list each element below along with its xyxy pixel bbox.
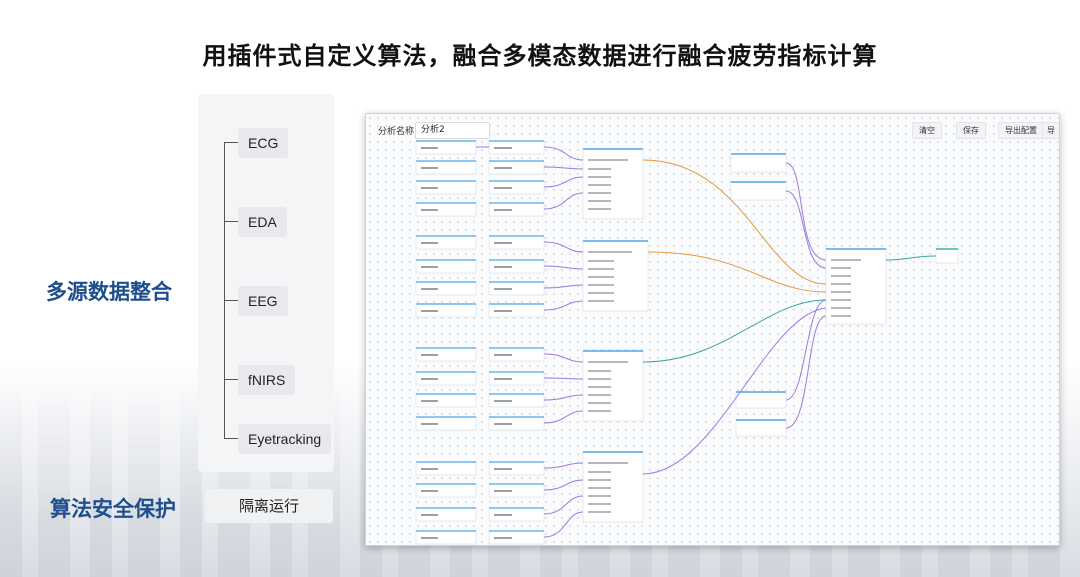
- tree-branch-fnirs: [224, 379, 238, 380]
- tree-branch-ecg: [224, 142, 238, 143]
- page-title: 用插件式自定义算法，融合多模态数据进行融合疲劳指标计算: [202, 42, 878, 70]
- security-label: 算法安全保护: [50, 497, 176, 521]
- tree-trunk-line: [224, 142, 225, 438]
- tree-node-ecg: ECG: [238, 128, 289, 158]
- flow-edges: [476, 146, 937, 538]
- fusion-nodes: [582, 148, 959, 523]
- tree-node-eeg: EEG: [238, 286, 288, 316]
- tree-branch-eeg: [224, 300, 238, 301]
- tree-node-eda: EDA: [238, 207, 287, 237]
- app-screenshot: 分析名称: 分析2 清空 保存 导出配置 导: [365, 113, 1060, 546]
- save-button[interactable]: 保存: [956, 122, 986, 139]
- flow-canvas[interactable]: [366, 114, 1059, 545]
- tree-branch-eyetracking: [224, 438, 238, 439]
- flow-graph[interactable]: [366, 114, 1060, 546]
- analysis-name-input[interactable]: 分析2: [415, 122, 490, 139]
- export-config-button[interactable]: 导出配置: [998, 122, 1044, 139]
- clear-button[interactable]: 清空: [912, 122, 942, 139]
- tree-node-fnirs: fNIRS: [238, 365, 296, 395]
- multi-source-label: 多源数据整合: [46, 280, 172, 304]
- input-nodes: [415, 140, 545, 545]
- import-button[interactable]: 导: [1042, 122, 1059, 139]
- tree-branch-eda: [224, 221, 238, 222]
- isolation-badge: 隔离运行: [205, 489, 333, 523]
- tree-node-eyetracking: Eyetracking: [238, 424, 332, 454]
- analysis-name-label: 分析名称:: [378, 127, 418, 137]
